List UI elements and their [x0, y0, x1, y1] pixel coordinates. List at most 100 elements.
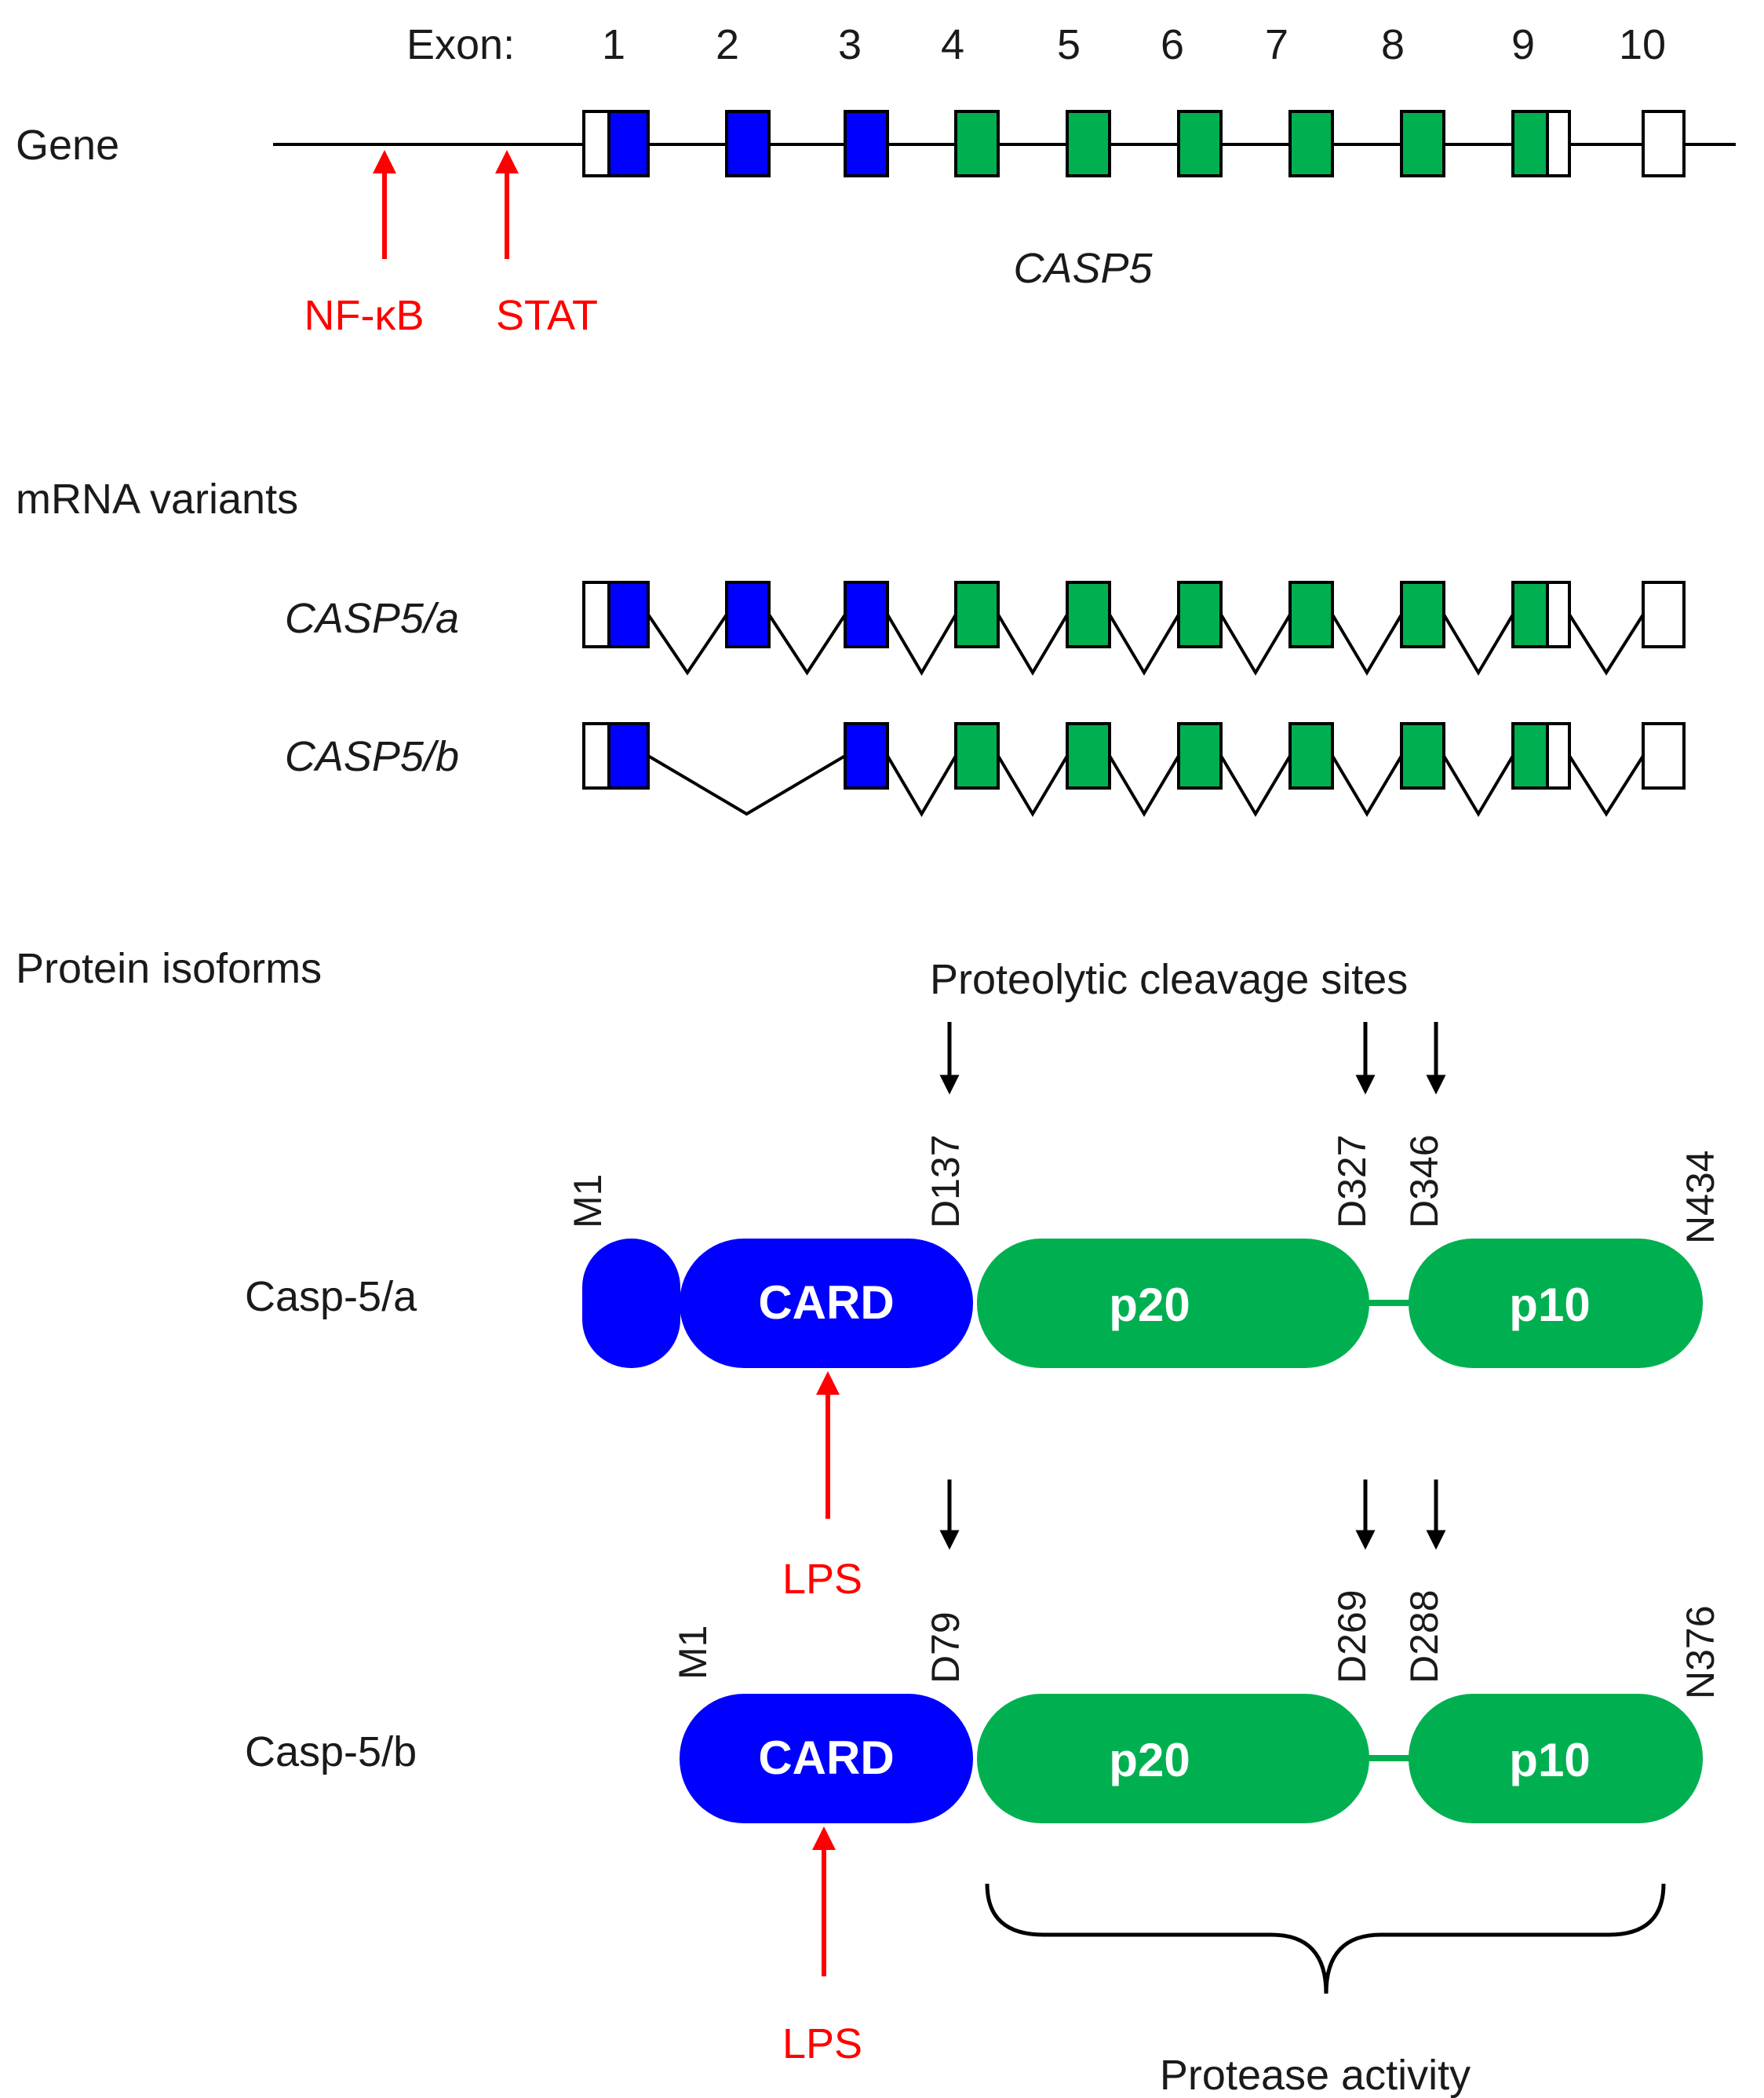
stat-label: STAT: [496, 292, 598, 339]
exon-number: 3: [838, 21, 862, 68]
mrna-variant-b: [582, 722, 1686, 790]
exon-box: [1400, 581, 1445, 648]
mrna-section-label: mRNA variants: [16, 476, 298, 523]
variant-a-label: CASP5/a: [285, 595, 459, 642]
exon-6-box: [1177, 110, 1223, 177]
nfkb-label: NF-κB: [304, 292, 425, 339]
splice-junction: [647, 613, 728, 676]
exon-label: Exon:: [406, 21, 515, 68]
gene-exons: [582, 110, 1686, 177]
splice-junction: [1331, 754, 1403, 817]
isoform-a-sites: M1 D137 D327 D346 N434: [566, 1134, 1722, 1244]
splice-junction: [886, 613, 957, 676]
exon-box: [1066, 722, 1111, 790]
exon-2-box: [725, 110, 771, 177]
exon-4-box: [954, 110, 1000, 177]
exon-number: 7: [1265, 21, 1288, 68]
exon-box: [954, 722, 1000, 790]
exon-10-box: [1642, 110, 1686, 177]
start-residue: M1: [566, 1174, 610, 1228]
exon-3-box: [844, 110, 889, 177]
exon-box: [844, 722, 889, 790]
isoform-b-sites: M1 D79 D269 D288 N376: [671, 1589, 1722, 1699]
exon-box: [1642, 581, 1686, 648]
p10-domain: [1409, 1694, 1703, 1823]
exon-number: 8: [1381, 21, 1405, 68]
exon-7-box: [1288, 110, 1334, 177]
exon-number: 4: [941, 21, 964, 68]
exon-box: [607, 581, 650, 648]
exon-number: 10: [1619, 21, 1666, 68]
exon-number: 1: [602, 21, 625, 68]
exon-utr-box: [1546, 581, 1571, 648]
exon-box: [1177, 581, 1223, 648]
cleavage-site: D137: [924, 1134, 968, 1228]
splice-junction: [1108, 754, 1180, 817]
card-domain: [680, 1694, 973, 1823]
exon-utr-box: [582, 110, 610, 177]
isoform-a-label: Casp-5/a: [245, 1273, 417, 1320]
end-residue: N376: [1678, 1605, 1722, 1699]
cleavage-site: D269: [1330, 1589, 1374, 1684]
isoform-b: CARD p20 p10: [680, 1694, 1703, 1823]
exon-1-box: [607, 110, 650, 177]
exon-9-box: [1511, 110, 1549, 177]
exon-box: [1288, 581, 1334, 648]
exon-utr-box: [582, 722, 610, 790]
cleavage-site: D327: [1330, 1134, 1374, 1228]
p10-label: p10: [1509, 1279, 1590, 1331]
splice-junction: [1442, 754, 1514, 817]
protein-section-label: Protein isoforms: [16, 945, 322, 992]
exon-utr-box: [582, 581, 610, 648]
end-residue: N434: [1678, 1150, 1722, 1244]
mrna-variant-a: [582, 581, 1686, 648]
splice-junction: [997, 754, 1069, 817]
splice-junction: [647, 754, 847, 816]
card-domain: [680, 1239, 973, 1368]
isoform-b-label: Casp-5/b: [245, 1728, 417, 1775]
protease-brace: [985, 1883, 1666, 1994]
exon-utr-box: [1546, 110, 1571, 177]
p20-label: p20: [1109, 1279, 1190, 1331]
p10-label: p10: [1509, 1734, 1590, 1786]
start-residue: M1: [671, 1625, 715, 1680]
p20-domain: [977, 1239, 1369, 1368]
exon-box: [1511, 722, 1549, 790]
splice-junction: [1442, 613, 1514, 676]
exon-box: [607, 722, 650, 790]
exon-number: 5: [1057, 21, 1081, 68]
card-label: CARD: [758, 1276, 894, 1329]
gene-name: CASP5: [1013, 245, 1153, 292]
cleavage-site: D79: [924, 1611, 968, 1684]
exon-number: 6: [1161, 21, 1184, 68]
exon-box: [1400, 722, 1445, 790]
exon-box: [725, 581, 771, 648]
exon-number: 2: [716, 21, 739, 68]
p20-domain: [977, 1694, 1369, 1823]
exon-box: [844, 581, 889, 648]
splice-junctions-variant-a: [647, 613, 1645, 676]
exon-box: [1511, 581, 1549, 648]
splice-junction: [1568, 754, 1645, 817]
exon-5-box: [1066, 110, 1111, 177]
isoform-a: CARD p20 p10: [582, 1239, 1703, 1368]
exon-box: [1177, 722, 1223, 790]
protease-activity-label: Protease activity: [1160, 2052, 1471, 2098]
exon-utr-box: [1546, 722, 1571, 790]
splice-junction: [997, 613, 1069, 676]
splice-junction: [1108, 613, 1180, 676]
exon-box: [1642, 722, 1686, 790]
splice-junction: [1219, 613, 1292, 676]
cleavage-title: Proteolytic cleavage sites: [930, 956, 1408, 1003]
splice-junction: [1219, 754, 1292, 817]
splice-junctions-variant-b: [647, 754, 1645, 817]
exon-box: [954, 581, 1000, 648]
splice-junction: [886, 754, 957, 817]
exon-box: [1288, 722, 1334, 790]
splice-junction: [767, 613, 847, 676]
lps-label: LPS: [782, 1556, 862, 1603]
splice-junction: [1568, 613, 1645, 676]
p20-label: p20: [1109, 1734, 1190, 1786]
exon-8-box: [1400, 110, 1445, 177]
